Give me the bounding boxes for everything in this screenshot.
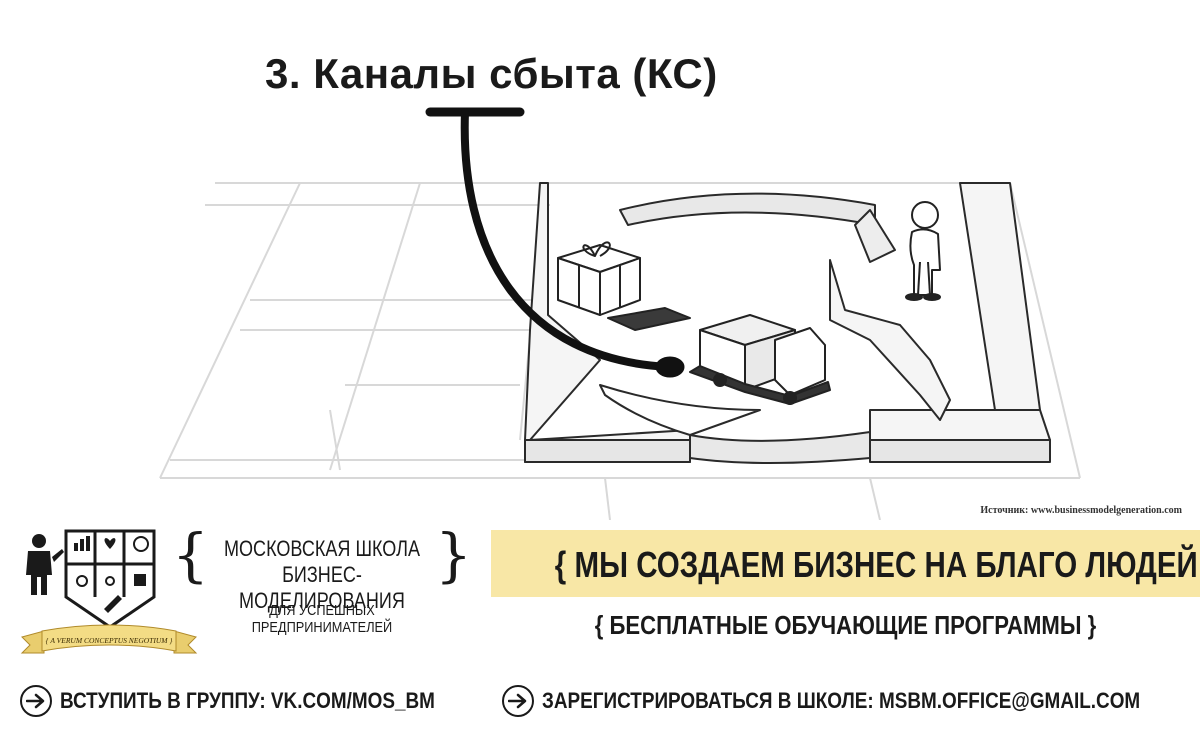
school-tagline-line2: ПРЕДПРИНИМАТЕЛЕЙ (251, 619, 393, 636)
customer-figure-icon (905, 201, 941, 301)
school-name: МОСКОВСКАЯ ШКОЛА БИЗНЕС-МОДЕЛИРОВАНИЯ (217, 536, 427, 614)
register-school-link[interactable]: ЗАРЕГИСТРИРОВАТЬСЯ В ШКОЛЕ: MSBM.OFFICE@… (502, 683, 1200, 719)
school-block: { } МОСКОВСКАЯ ШКОЛА БИЗНЕС-МОДЕЛИРОВАНИ… (172, 526, 472, 640)
arrow-right-circle-icon (502, 685, 534, 717)
motto-text: { A VERUM CONCEPTUS NEGOTIUM } (46, 636, 173, 645)
school-tagline-line1: ДЛЯ УСПЕШНЫХ (269, 602, 375, 619)
arrow-right-circle-icon (20, 685, 52, 717)
slogan-banner: { МЫ СОЗДАЕМ БИЗНЕС НА БЛАГО ЛЮДЕЙ } (491, 530, 1200, 597)
join-group-link[interactable]: ВСТУПИТЬ В ГРУППУ: VK.COM/MOS_BM (20, 683, 496, 719)
canvas-platform (524, 182, 1051, 464)
register-school-label: ЗАРЕГИСТРИРОВАТЬСЯ В ШКОЛЕ: MSBM.OFFICE@… (542, 688, 1141, 713)
school-name-line1: МОСКОВСКАЯ ШКОЛА (223, 536, 421, 561)
slogan-text: { МЫ СОЗДАЕМ БИЗНЕС НА БЛАГО ЛЮДЕЙ } (554, 544, 1200, 585)
motto-ribbon (20, 624, 198, 654)
school-logo: { A VERUM CONCEPTUS NEGOTIUM } (20, 529, 198, 654)
delivery-truck-icon (689, 314, 831, 405)
join-group-label: ВСТУПИТЬ В ГРУППУ: VK.COM/MOS_BM (60, 688, 435, 713)
school-name-line2: БИЗНЕС-МОДЕЛИРОВАНИЯ (239, 562, 405, 613)
source-note: Источник: www.businessmodelgeneration.co… (980, 505, 1182, 516)
channel-pointer (425, 107, 685, 378)
businessman-icon (26, 534, 64, 595)
canvas-shield-icon (64, 529, 156, 629)
programs-text: { БЕСПЛАТНЫЕ ОБУЧАЮЩИЕ ПРОГРАММЫ } (594, 610, 1097, 640)
page-title: 3. Каналы сбыта (КС) (265, 50, 718, 97)
brace-open: { (172, 521, 209, 589)
business-model-canvas-illustration (159, 107, 1081, 520)
brace-close: } (435, 521, 472, 589)
canvas-grid (159, 182, 1081, 520)
school-tagline: ДЛЯ УСПЕШНЫХ ПРЕДПРИНИМАТЕЛЕЙ (229, 602, 416, 636)
gift-box-icon (557, 241, 691, 331)
